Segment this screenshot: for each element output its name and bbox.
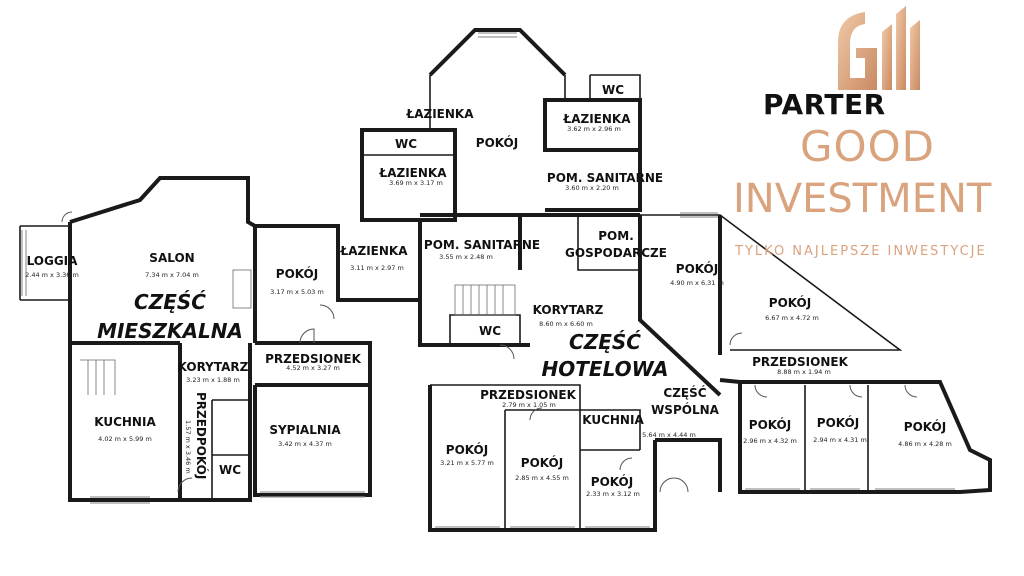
brand-tagline: TYLKO NAJLEPSZE INWESTYCJE — [735, 244, 987, 259]
room-pokoj-res-dims: 3.17 m x 5.03 m — [270, 288, 324, 296]
room-lazienka-b-name: ŁAZIENKA — [379, 166, 448, 180]
room-sypialnia-name: SYPIALNIA — [269, 423, 341, 437]
room-labels: LOGGIA 2.44 m x 3.36 m SALON 7.34 m x 7.… — [25, 83, 952, 498]
room-przedsionek-m-name: PRZEDSIONEK — [480, 388, 576, 402]
doors — [61, 211, 918, 493]
room-przedsionek-m-dims: 2.79 m x 1.05 m — [502, 401, 556, 409]
room-salon-name: SALON — [149, 251, 194, 265]
brand-name-investment: INVESTMENT — [733, 176, 992, 222]
zone-residential-line1: CZĘŚĆ — [134, 290, 206, 314]
room-lazienka-a-dims: 3.11 m x 2.97 m — [350, 264, 404, 272]
room-sypialnia-dims: 3.42 m x 4.37 m — [278, 440, 332, 448]
room-korytarz-hotel-dims: 8.60 m x 6.60 m — [539, 320, 593, 328]
zone-hotel-line2: HOTELOWA — [542, 357, 669, 381]
room-korytarz-res-name: KORYTARZ — [178, 360, 249, 374]
room-przedpokoj-dims: 1.57 m x 3.46 m — [184, 420, 192, 474]
room-korytarz-hotel-name: KORYTARZ — [533, 303, 604, 317]
zone-residential-line2: MIESZKALNA — [97, 319, 243, 343]
gi-monogram-logo-icon — [838, 6, 920, 90]
room-lazienka-c-dims: 3.62 m x 2.96 m — [567, 125, 621, 133]
room-loggia-name: LOGGIA — [27, 254, 79, 268]
brand-name-good: GOOD — [800, 122, 936, 171]
room-przedsionek-e-name: PRZEDSIONEK — [752, 355, 848, 369]
room-lazienka-top-name: ŁAZIENKA — [406, 107, 475, 121]
room-pom-sanitarne-b-dims: 3.55 m x 2.48 m — [439, 253, 493, 261]
room-wc-c-name: WC — [602, 83, 624, 97]
room-loggia-dims: 2.44 m x 3.36 m — [25, 271, 79, 279]
room-pokoj-bay-name: POKÓJ — [476, 135, 518, 150]
room-pokoj-r1-name: POKÓJ — [749, 417, 791, 432]
room-pom-sanitarne-a-dims: 3.60 m x 2.20 m — [565, 184, 619, 192]
room-wc-b-name: WC — [395, 137, 417, 151]
room-wc-res-name: WC — [219, 463, 241, 477]
room-pokoj-s3-dims: 2.33 m x 3.12 m — [586, 490, 640, 498]
room-czesc-wspolna-line1: CZĘŚĆ — [663, 385, 706, 400]
room-pokoj-e1-name: POKÓJ — [676, 261, 718, 276]
room-pom-gospodarcze-line2: GOSPODARCZE — [565, 246, 667, 260]
room-pom-gospodarcze-line1: POM. — [598, 229, 634, 243]
room-pokoj-s1-dims: 3.21 m x 5.77 m — [440, 459, 494, 467]
room-lazienka-a-name: ŁAZIENKA — [340, 244, 409, 258]
room-pokoj-s2-name: POKÓJ — [521, 455, 563, 470]
room-pokoj-e2-name: POKÓJ — [769, 295, 811, 310]
room-korytarz-res-dims: 3.23 m x 1.88 m — [186, 376, 240, 384]
room-przedsionek-res-name: PRZEDSIONEK — [265, 352, 361, 366]
room-pokoj-s1-name: POKÓJ — [446, 442, 488, 457]
room-kuchnia-res-dims: 4.02 m x 5.99 m — [98, 435, 152, 443]
room-przedsionek-e-dims: 8.88 m x 1.94 m — [777, 368, 831, 376]
stairs — [80, 269, 516, 395]
room-kuchnia-res-name: KUCHNIA — [94, 415, 156, 429]
room-lazienka-b-dims: 3.69 m x 3.17 m — [389, 179, 443, 187]
room-salon-dims: 7.34 m x 7.04 m — [145, 271, 199, 279]
room-przedpokoj-name: PRZEDPOKÓJ — [194, 392, 209, 479]
room-pokoj-s3-name: POKÓJ — [591, 474, 633, 489]
windows — [21, 32, 955, 528]
room-pokoj-r2-dims: 2.94 m x 4.31 m — [813, 436, 867, 444]
walls — [19, 28, 992, 532]
room-pom-sanitarne-b-name: POM. SANITARNE — [424, 238, 540, 252]
room-pokoj-e1-dims: 4.90 m x 6.31 m — [670, 279, 724, 287]
room-pom-sanitarne-a-name: POM. SANITARNE — [547, 171, 663, 185]
room-pokoj-r3-dims: 4.86 m x 4.28 m — [898, 440, 952, 448]
room-pokoj-s2-dims: 2.85 m x 4.55 m — [515, 474, 569, 482]
room-pokoj-res-name: POKÓJ — [276, 266, 318, 281]
room-pokoj-r1-dims: 2.96 m x 4.32 m — [743, 437, 797, 445]
brand-block: PARTER GOOD INVESTMENT TYLKO NAJLEPSZE I… — [730, 0, 1024, 290]
room-pokoj-r2-name: POKÓJ — [817, 415, 859, 430]
room-pokoj-r3-name: POKÓJ — [904, 419, 946, 434]
room-kuchnia-hotel-name: KUCHNIA — [582, 413, 644, 427]
room-pokoj-e2-dims: 6.67 m x 4.72 m — [765, 314, 819, 322]
floor-label: PARTER — [763, 88, 886, 121]
room-wc-hotel-name: WC — [479, 324, 501, 338]
room-lazienka-c-name: ŁAZIENKA — [563, 112, 632, 126]
room-czesc-wspolna-line2: WSPÓLNA — [651, 402, 720, 417]
room-przedsionek-res-dims: 4.52 m x 3.27 m — [286, 364, 340, 372]
room-czesc-wspolna-dims: 5.64 m x 4.44 m — [642, 431, 696, 439]
zone-hotel-line1: CZĘŚĆ — [569, 330, 641, 354]
